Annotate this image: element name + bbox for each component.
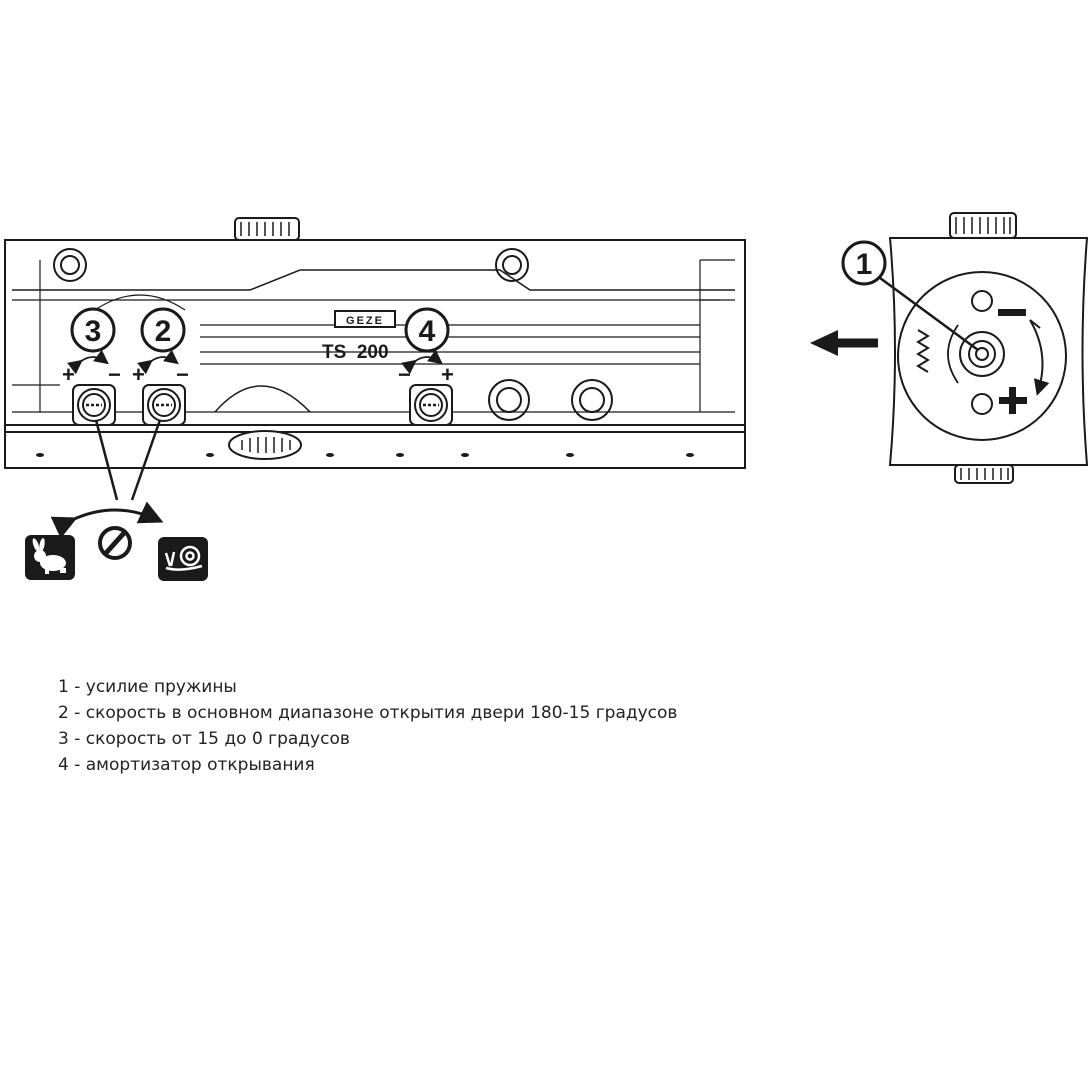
svg-text:2: 2 (155, 315, 172, 348)
legend-item-1: 1 - усилие пружины (58, 677, 237, 697)
legend-item-3: 3 - скорость от 15 до 0 градусов (58, 729, 350, 749)
closer-body (4, 239, 746, 469)
valve-2 (142, 384, 186, 426)
svg-text:3: 3 (85, 315, 102, 348)
valve-4 (409, 384, 453, 426)
legend: 1 - усилие пружины 2 - скорость в основн… (58, 674, 677, 778)
callout-1-leader (879, 276, 979, 352)
valve2-minus: − (176, 362, 189, 387)
brand-plate: GEZE (334, 310, 396, 328)
valve4-plus: + (441, 362, 454, 387)
end-view-minus (998, 309, 1026, 316)
speed-arc-arrow (50, 501, 164, 539)
valve3-minus: − (108, 362, 121, 387)
legend-item-4: 4 - амортизатор открывания (58, 755, 315, 775)
valve3-plus: + (62, 362, 75, 387)
legend-item-2: 2 - скорость в основном диапазоне открыт… (58, 703, 678, 723)
screwdriver-slot-icon (98, 526, 132, 560)
callout-3: 3 (70, 307, 116, 353)
leader-lines (94, 419, 162, 501)
svg-text:1: 1 (856, 248, 873, 281)
valve-3 (72, 384, 116, 426)
adjust-indicators (67, 349, 443, 375)
door-closer-diagram: GEZE TS 200 3 2 4 + − + − − (4, 212, 1089, 581)
model-label: TS 200 (322, 342, 389, 363)
callout-2: 2 (140, 307, 186, 353)
valve2-plus: + (132, 362, 145, 387)
arrow-left-icon (810, 330, 878, 356)
callout-4: 4 (404, 307, 450, 353)
end-view-plus (999, 387, 1027, 414)
rabbit-icon (25, 535, 75, 580)
valve4-minus: − (398, 362, 411, 387)
bottom-knurled-knob (228, 430, 302, 460)
snail-icon (158, 537, 208, 581)
top-knurled-knob (234, 217, 300, 241)
end-view (888, 212, 1089, 484)
callout-1: 1 (841, 240, 887, 286)
svg-text:4: 4 (419, 315, 436, 348)
brand-text: GEZE (346, 315, 384, 327)
